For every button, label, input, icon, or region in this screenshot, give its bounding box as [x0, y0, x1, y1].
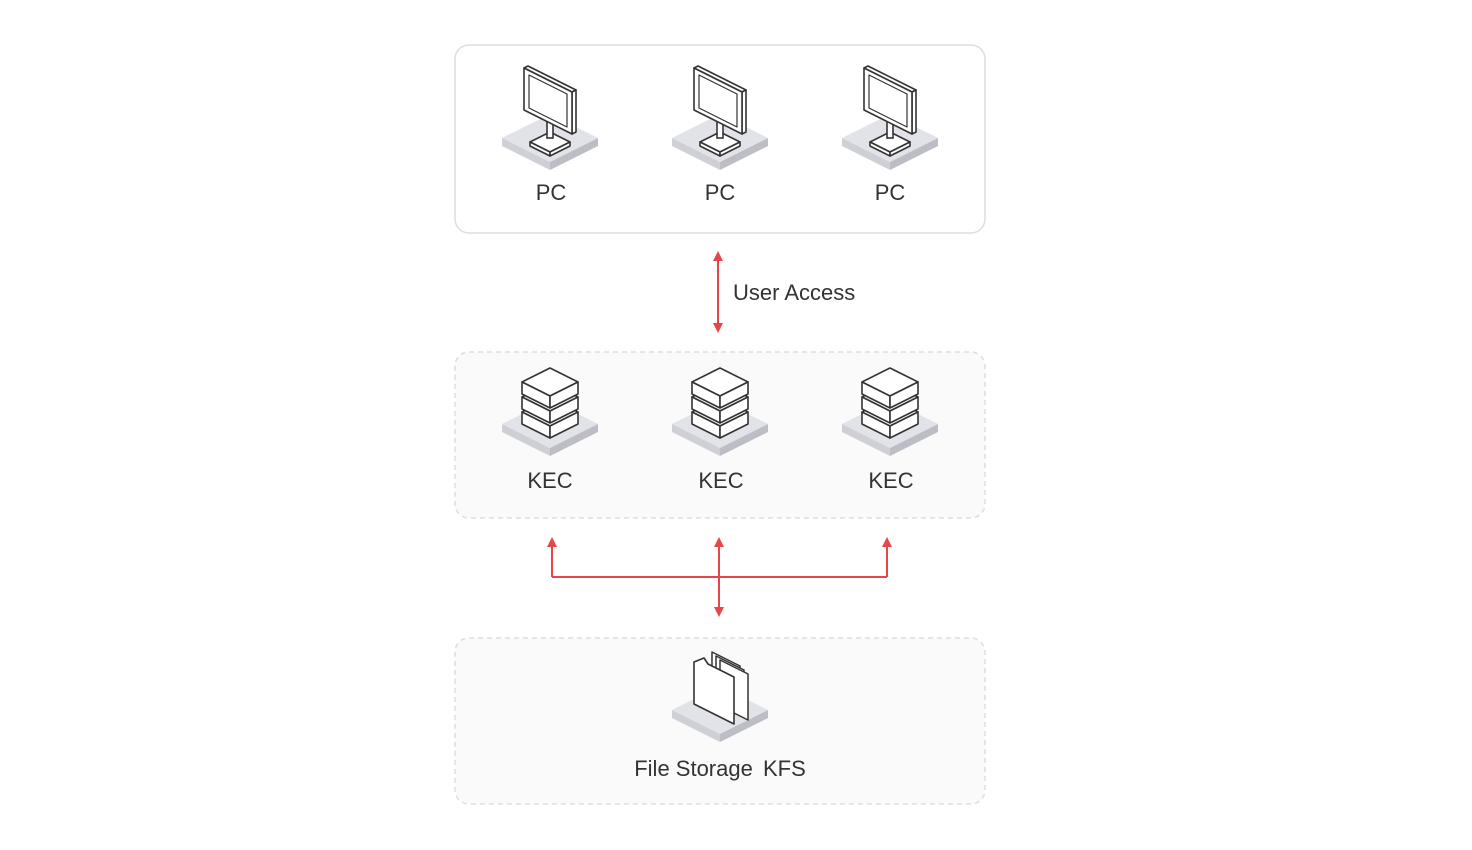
pc-label: PC [535, 180, 567, 205]
storage-label: File Storage KFS [634, 758, 806, 780]
user-access-label: User Access [733, 280, 856, 305]
kec-label: KEC [698, 468, 744, 493]
storage-connector [547, 537, 892, 617]
pc-label: PC [874, 180, 906, 205]
kec-label: KEC [527, 468, 573, 493]
kec-label: KEC [868, 468, 914, 493]
storage-label-main: File Storage [634, 756, 753, 781]
pc-label: PC [704, 180, 736, 205]
storage-label-suffix: KFS [762, 756, 806, 781]
